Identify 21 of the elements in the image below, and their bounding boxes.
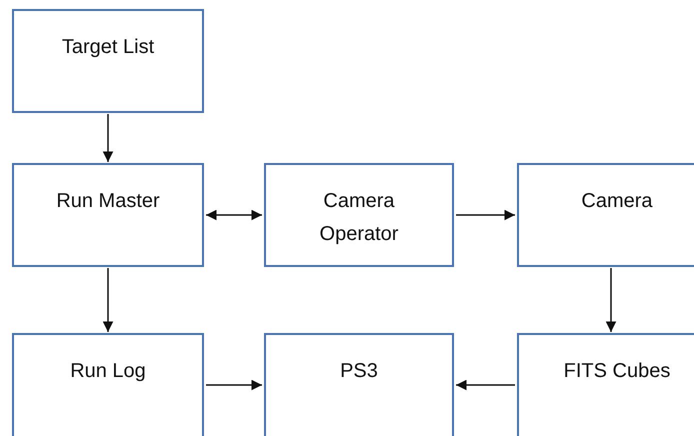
arrow [456,380,515,390]
process-box [264,163,454,267]
arrow [606,268,616,332]
process-box [12,9,204,113]
arrow [206,210,262,220]
node-label: Run Log [69,359,147,384]
arrow [102,268,114,332]
node-label: Camera [580,189,654,214]
process-box [12,163,204,267]
node-label: PS3 [339,359,379,384]
node-label: Run Master [55,189,161,214]
node-label: Target List [60,35,156,60]
arrow [456,210,515,220]
arrow [206,380,262,390]
process-box [517,333,694,436]
node-label: FITS Cubes [562,359,672,384]
process-box [517,163,694,267]
arrow [102,114,114,162]
node-label: Camera Operator [318,189,400,247]
process-box [12,333,204,436]
process-box [264,333,454,436]
